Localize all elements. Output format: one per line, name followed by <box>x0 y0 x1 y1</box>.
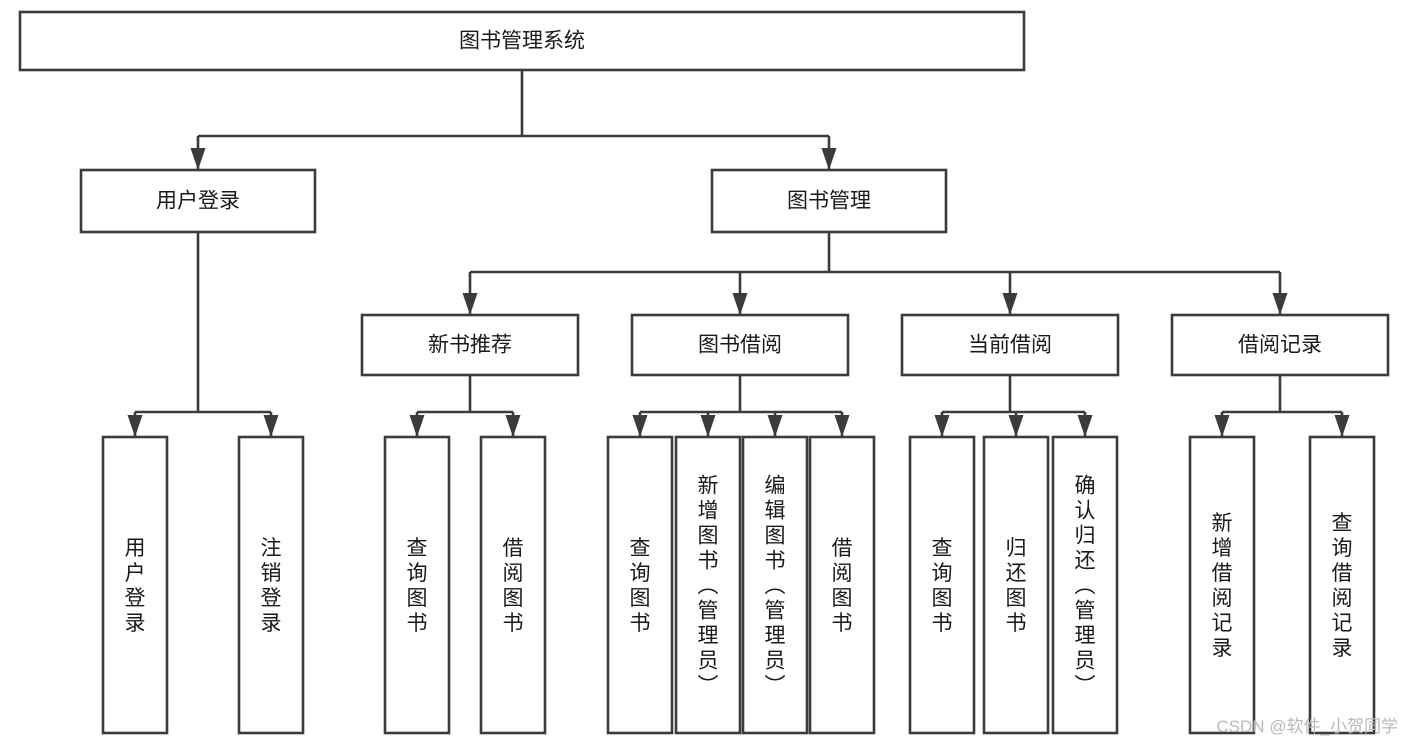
node-box-book-management[interactable] <box>710 168 948 234</box>
node-box-current-borrow[interactable] <box>900 313 1120 377</box>
node-label-user-login: 用户登录 <box>156 190 240 213</box>
node-label-leaf-query-book-borrow: 查询图书 <box>630 537 651 635</box>
node-box-leaf-edit-book[interactable] <box>741 435 809 735</box>
leaves-user-login-arrow-icon-0 <box>127 415 143 437</box>
leaves-borrow-record-arrow-icon-0 <box>1214 415 1230 437</box>
node-label-leaf-query-borrow-record: 查询借阅记录 <box>1332 512 1353 660</box>
node-box-leaf-logout[interactable] <box>237 435 305 735</box>
node-label-borrow-record: 借阅记录 <box>1238 334 1322 357</box>
node-box-leaf-return-book[interactable] <box>982 435 1050 735</box>
node-label-leaf-confirm-return: 确认归还︵管理员︶ <box>1075 474 1096 697</box>
leaves-book-borrow-arrow-icon-1 <box>700 415 716 437</box>
node-label-leaf-borrow-book-recommend: 借阅图书 <box>503 537 524 635</box>
node-leaf-return-book[interactable]: 归还图书 <box>982 435 1050 735</box>
node-leaf-query-book-current[interactable]: 查询图书 <box>908 435 976 735</box>
leaves-book-borrow-arrow-icon-0 <box>632 415 648 437</box>
node-label-leaf-query-book-recommend: 查询图书 <box>407 537 428 635</box>
node-label-leaf-add-borrow-record: 新增借阅记录 <box>1212 512 1233 660</box>
bookmgmt-to-level3-arrow-icon-1 <box>732 293 748 315</box>
node-layer: 图书管理系统用户登录图书管理新书推荐图书借阅当前借阅借阅记录用户登录注销登录查询… <box>18 10 1390 735</box>
node-label-leaf-query-book-current: 查询图书 <box>932 537 953 635</box>
node-box-leaf-add-book[interactable] <box>674 435 742 735</box>
node-label-leaf-borrow-book: 借阅图书 <box>832 537 853 635</box>
leaves-current-borrow-arrow-icon-0 <box>934 415 950 437</box>
node-new-book-recommend[interactable]: 新书推荐 <box>360 313 580 377</box>
leaves-book-borrow-arrow-icon-2 <box>767 415 783 437</box>
node-box-leaf-user-login[interactable] <box>101 435 169 735</box>
node-user-login[interactable]: 用户登录 <box>79 168 317 234</box>
node-box-leaf-query-borrow-record[interactable] <box>1308 435 1376 735</box>
node-label-leaf-return-book: 归还图书 <box>1006 537 1027 635</box>
root-to-level2-arrow-icon-1 <box>821 148 837 170</box>
node-box-leaf-query-book-borrow[interactable] <box>606 435 674 735</box>
node-label-leaf-add-book: 新增图书︵管理员︶ <box>698 474 719 697</box>
node-label-leaf-logout: 注销登录 <box>261 537 282 635</box>
node-box-leaf-add-borrow-record[interactable] <box>1188 435 1256 735</box>
node-leaf-borrow-book[interactable]: 借阅图书 <box>808 435 876 735</box>
node-box-leaf-confirm-return[interactable] <box>1051 435 1119 735</box>
node-label-leaf-user-login: 用户登录 <box>125 537 146 635</box>
node-box-user-login[interactable] <box>79 168 317 234</box>
node-leaf-add-book[interactable]: 新增图书︵管理员︶ <box>674 435 742 735</box>
node-box-leaf-borrow-book-recommend[interactable] <box>479 435 547 735</box>
node-leaf-logout[interactable]: 注销登录 <box>237 435 305 735</box>
node-label-current-borrow: 当前借阅 <box>968 334 1052 357</box>
leaves-new-book-recommend-arrow-icon-1 <box>505 415 521 437</box>
node-box-root[interactable] <box>18 10 1026 72</box>
node-box-leaf-borrow-book[interactable] <box>808 435 876 735</box>
node-box-leaf-query-book-recommend[interactable] <box>383 435 451 735</box>
node-leaf-user-login[interactable]: 用户登录 <box>101 435 169 735</box>
node-leaf-confirm-return[interactable]: 确认归还︵管理员︶ <box>1051 435 1119 735</box>
node-box-leaf-query-book-current[interactable] <box>908 435 976 735</box>
node-root[interactable]: 图书管理系统 <box>18 10 1026 72</box>
leaves-book-borrow-arrow-icon-3 <box>834 415 850 437</box>
node-box-borrow-record[interactable] <box>1170 313 1390 377</box>
leaves-current-borrow-arrow-icon-1 <box>1008 415 1024 437</box>
node-label-book-management: 图书管理 <box>787 190 871 213</box>
node-label-root: 图书管理系统 <box>459 30 585 53</box>
node-book-borrow[interactable]: 图书借阅 <box>630 313 850 377</box>
csdn-watermark: CSDN @软件_小贺同学 <box>1216 717 1398 736</box>
root-to-level2-arrow-icon-0 <box>190 148 206 170</box>
leaves-current-borrow-arrow-icon-2 <box>1077 415 1093 437</box>
node-label-leaf-edit-book: 编辑图书︵管理员︶ <box>765 474 786 697</box>
bookmgmt-to-level3-arrow-icon-3 <box>1272 293 1288 315</box>
node-box-book-borrow[interactable] <box>630 313 850 377</box>
node-book-management[interactable]: 图书管理 <box>710 168 948 234</box>
node-leaf-borrow-book-recommend[interactable]: 借阅图书 <box>479 435 547 735</box>
node-current-borrow[interactable]: 当前借阅 <box>900 313 1120 377</box>
node-leaf-add-borrow-record[interactable]: 新增借阅记录 <box>1188 435 1256 735</box>
node-box-new-book-recommend[interactable] <box>360 313 580 377</box>
node-leaf-query-book-borrow[interactable]: 查询图书 <box>606 435 674 735</box>
node-borrow-record[interactable]: 借阅记录 <box>1170 313 1390 377</box>
bookmgmt-to-level3-arrow-icon-0 <box>462 293 478 315</box>
connector-layer <box>127 70 1350 437</box>
leaves-new-book-recommend-arrow-icon-0 <box>409 415 425 437</box>
leaves-user-login-arrow-icon-1 <box>263 415 279 437</box>
node-leaf-query-book-recommend[interactable]: 查询图书 <box>383 435 451 735</box>
node-label-new-book-recommend: 新书推荐 <box>428 334 512 357</box>
node-label-book-borrow: 图书借阅 <box>698 334 782 357</box>
node-leaf-edit-book[interactable]: 编辑图书︵管理员︶ <box>741 435 809 735</box>
bookmgmt-to-level3-arrow-icon-2 <box>1002 293 1018 315</box>
node-leaf-query-borrow-record[interactable]: 查询借阅记录 <box>1308 435 1376 735</box>
leaves-borrow-record-arrow-icon-1 <box>1334 415 1350 437</box>
